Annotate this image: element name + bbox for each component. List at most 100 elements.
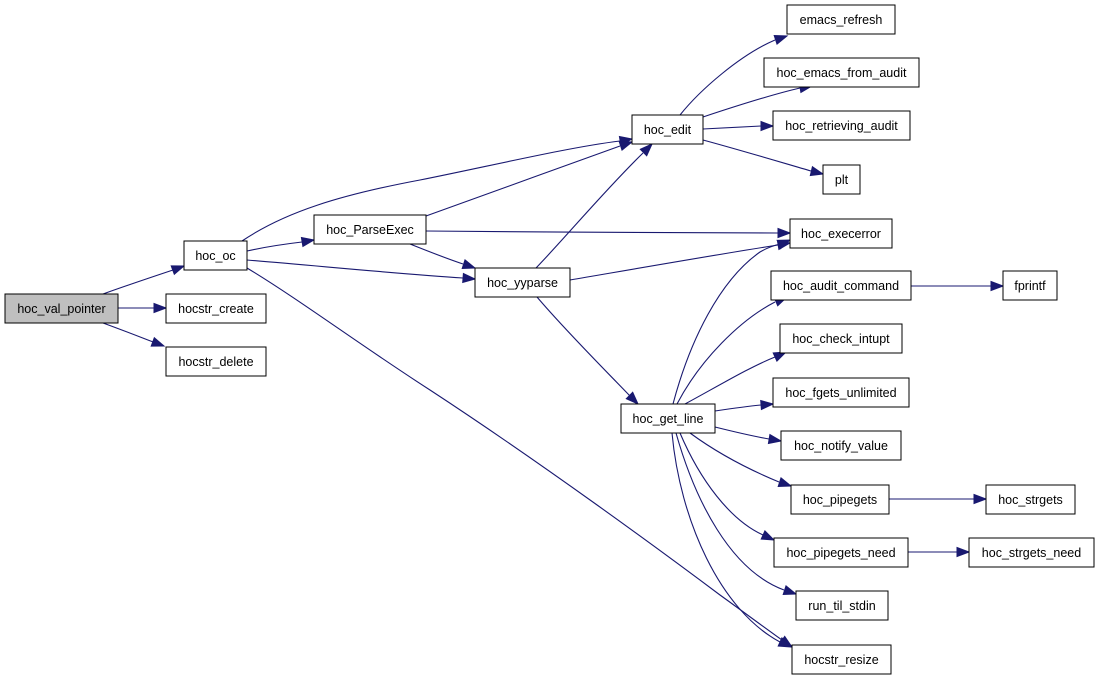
node-label: run_til_stdin — [808, 599, 875, 613]
node-label: hoc_pipegets — [803, 493, 877, 507]
node-label: hoc_execerror — [801, 227, 881, 241]
arrowhead-icon — [462, 272, 477, 284]
arrowhead-icon — [956, 546, 971, 558]
node-hoc-audit-command[interactable]: hoc_audit_command — [770, 270, 912, 301]
node-hocstr-delete[interactable]: hocstr_delete — [165, 346, 267, 377]
node-hoc-notify-value[interactable]: hoc_notify_value — [780, 430, 902, 461]
node-label: hoc_pipegets_need — [786, 546, 895, 560]
node-label: hoc_emacs_from_audit — [777, 66, 907, 80]
edge-hoc_oc-to-hoc_edit — [241, 135, 634, 242]
node-label: fprintf — [1014, 279, 1046, 293]
node-label: hocstr_delete — [178, 355, 253, 369]
edge-line — [246, 267, 783, 641]
edge-hoc_get_line-to-run_til_stdin — [675, 432, 798, 596]
node-hoc-execerror[interactable]: hoc_execerror — [789, 218, 893, 249]
edge-hoc_pipegets_need-to-hoc_strgets_need — [908, 546, 971, 558]
node-hocstr-create[interactable]: hocstr_create — [165, 293, 267, 324]
node-label: hoc_yyparse — [487, 276, 558, 290]
node-label: hoc_audit_command — [783, 279, 899, 293]
edge-hoc_oc-to-hoc_yyparse — [246, 259, 477, 284]
node-hoc-yyparse[interactable]: hoc_yyparse — [474, 267, 571, 298]
node-label: hoc_get_line — [633, 412, 704, 426]
node-hoc-strgets[interactable]: hoc_strgets — [985, 484, 1076, 515]
edge-line — [425, 230, 779, 234]
node-box — [4, 293, 119, 324]
node-run-til-stdin[interactable]: run_til_stdin — [795, 590, 889, 621]
edge-hoc_edit-to-emacs_refresh — [679, 34, 789, 116]
edge-line — [679, 432, 764, 536]
node-box — [791, 644, 892, 675]
node-label: hocstr_create — [178, 302, 254, 316]
node-label: hoc_notify_value — [794, 439, 888, 453]
arrowhead-icon — [773, 34, 789, 45]
node-emacs-refresh[interactable]: emacs_refresh — [786, 4, 896, 35]
edge-hoc_oc-to-hocstr_resize — [246, 267, 794, 648]
edge-line — [675, 432, 785, 591]
arrowhead-icon — [300, 236, 316, 248]
edge-line — [702, 87, 801, 118]
node-hoc-get-line[interactable]: hoc_get_line — [620, 403, 716, 434]
arrowhead-icon — [461, 259, 477, 270]
edge-line — [714, 404, 762, 412]
edge-hoc_pipegets-to-hoc_strgets — [889, 493, 988, 505]
node-box — [772, 110, 911, 141]
nodes-layer: hoc_val_pointer hoc_oc hocstr_createhocstr… — [4, 4, 1095, 675]
node-box — [763, 57, 920, 88]
arrowhead-icon — [776, 239, 792, 250]
node-plt[interactable]: plt — [822, 164, 861, 195]
node-hoc-val-pointer[interactable]: hoc_val_pointer — [4, 293, 119, 324]
edge-line — [671, 432, 781, 643]
arrowhead-icon — [809, 165, 825, 177]
node-label: hoc_fgets_unlimited — [785, 386, 896, 400]
edge-line — [241, 140, 621, 242]
edge-line — [714, 426, 770, 440]
edge-line — [672, 243, 781, 405]
node-box — [790, 484, 890, 515]
node-hoc-pipegets[interactable]: hoc_pipegets — [790, 484, 890, 515]
edge-hoc_val_pointer-to-hocstr_create — [118, 302, 168, 314]
node-box — [474, 267, 571, 298]
node-label: emacs_refresh — [800, 13, 883, 27]
edges-layer — [102, 34, 1005, 648]
arrowhead-icon — [170, 265, 186, 276]
node-hoc-pipegets-need[interactable]: hoc_pipegets_need — [773, 537, 909, 568]
edge-hoc_get_line-to-hoc_execerror — [672, 239, 792, 405]
node-box — [773, 537, 909, 568]
arrowhead-icon — [777, 637, 793, 648]
arrowhead-icon — [760, 120, 775, 132]
node-hoc-oc[interactable]: hoc_oc — [183, 240, 248, 271]
node-hoc-retrieving-audit[interactable]: hoc_retrieving_audit — [772, 110, 911, 141]
edge-line — [102, 322, 154, 343]
edge-hoc_ParseExec-to-hoc_edit — [425, 140, 634, 217]
node-hoc-check-intupt[interactable]: hoc_check_intupt — [779, 323, 903, 354]
edge-line — [702, 139, 812, 172]
node-hoc-emacs-from-audit[interactable]: hoc_emacs_from_audit — [763, 57, 920, 88]
node-label: hoc_oc — [195, 249, 235, 263]
node-label: plt — [835, 173, 849, 187]
node-box — [1002, 270, 1058, 301]
edge-line — [569, 244, 779, 281]
edge-hoc_get_line-to-hoc_audit_command — [676, 296, 789, 405]
node-box — [165, 346, 267, 377]
arrowhead-icon — [625, 391, 640, 406]
node-fprintf[interactable]: fprintf — [1002, 270, 1058, 301]
edge-line — [535, 152, 644, 269]
edge-hoc_yyparse-to-hoc_get_line — [536, 296, 640, 406]
node-box — [770, 270, 912, 301]
node-hoc-strgets-need[interactable]: hoc_strgets_need — [968, 537, 1095, 568]
arrowhead-icon — [760, 399, 775, 411]
node-hoc-ParseExec[interactable]: hoc_ParseExec — [313, 214, 427, 245]
arrowhead-icon — [150, 336, 166, 347]
node-box — [631, 114, 704, 145]
node-hoc-edit[interactable]: hoc_edit — [631, 114, 704, 145]
node-box — [786, 4, 896, 35]
node-label: hoc_check_intupt — [792, 332, 890, 346]
node-box — [968, 537, 1095, 568]
edge-hoc_get_line-to-hoc_fgets_unlimited — [714, 399, 775, 412]
edge-line — [679, 39, 776, 116]
node-box — [620, 403, 716, 434]
node-hocstr-resize[interactable]: hocstr_resize — [791, 644, 892, 675]
node-hoc-fgets-unlimited[interactable]: hoc_fgets_unlimited — [772, 377, 910, 408]
arrowhead-icon — [639, 142, 654, 157]
edge-hoc_yyparse-to-hoc_edit — [535, 142, 654, 269]
